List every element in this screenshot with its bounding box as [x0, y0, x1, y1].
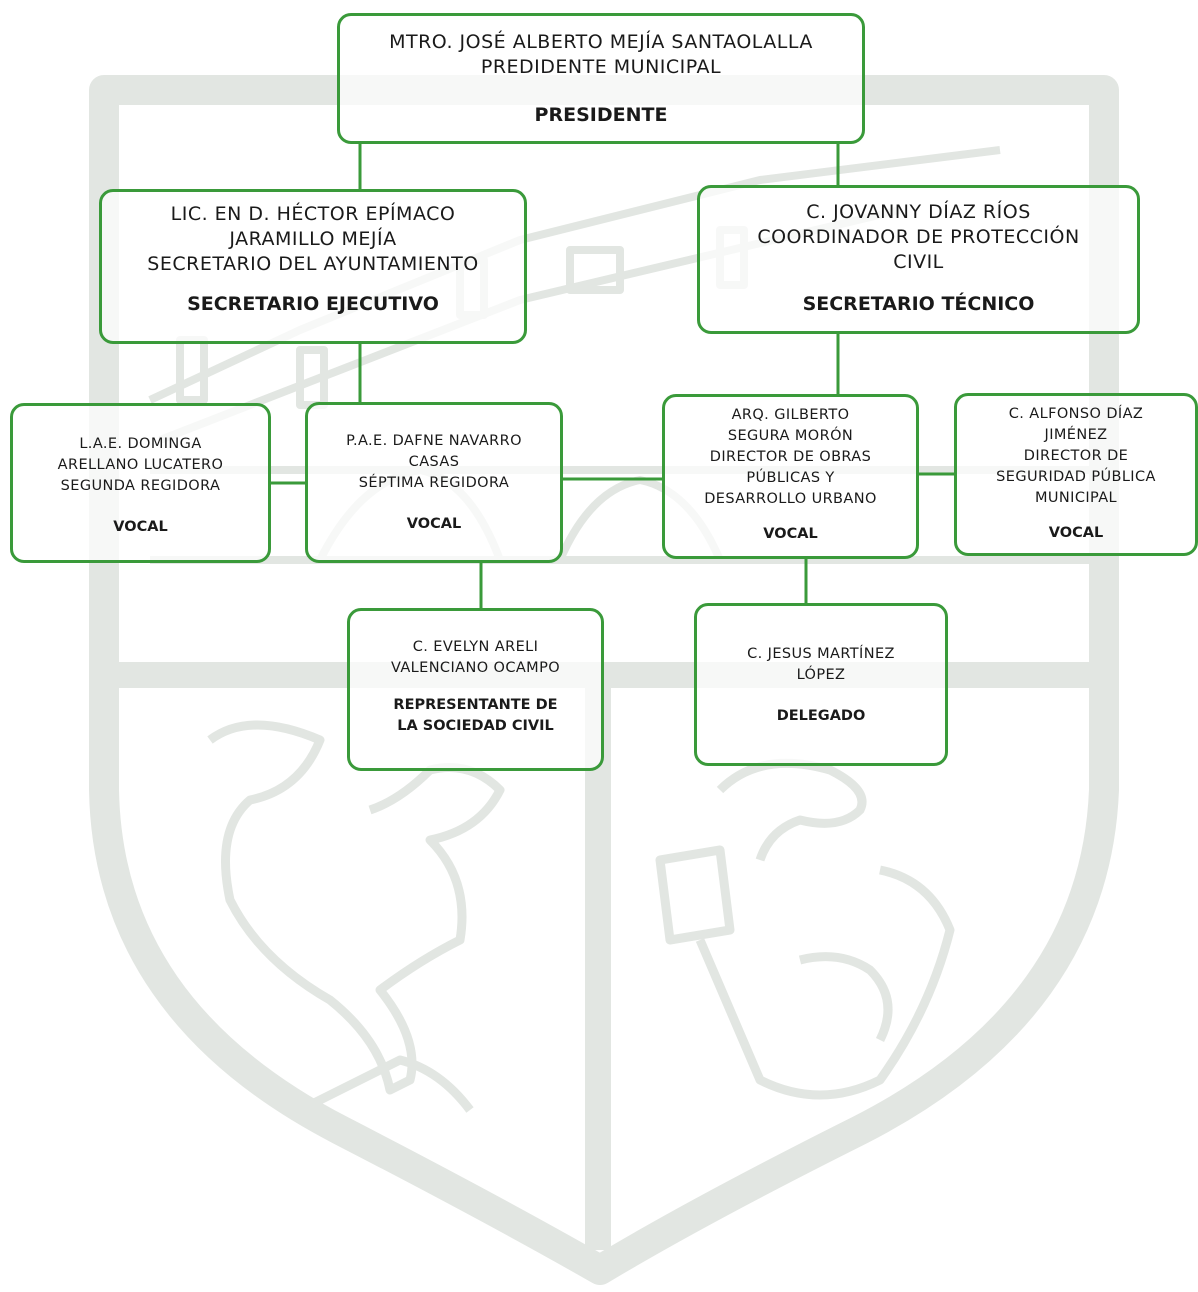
- secretario-tecnico-role: SECRETARIO TÉCNICO: [802, 293, 1035, 315]
- sociedad-civil-box: C. EVELYN ARELI VALENCIANO OCAMPO REPRES…: [347, 608, 604, 771]
- vocal-4-name: C. ALFONSO DÍAZ JIMÉNEZ DIRECTOR DE SEGU…: [996, 406, 1156, 506]
- vocal-2-role: VOCAL: [406, 516, 462, 532]
- sociedad-civil-name: C. EVELYN ARELI VALENCIANO OCAMPO: [390, 639, 561, 676]
- president-role: PRESIDENTE: [534, 104, 668, 126]
- vocal-3-name: ARQ. GILBERTO SEGURA MORÓN DIRECTOR DE O…: [704, 407, 877, 507]
- president-name: MTRO. JOSÉ ALBERTO MEJÍA SANTAOLALLA PRE…: [389, 31, 813, 78]
- secretario-tecnico-box: C. JOVANNY DÍAZ RÍOS COORDINADOR DE PROT…: [697, 185, 1140, 334]
- vocal-box-2: P.A.E. DAFNE NAVARRO CASAS SÉPTIMA REGID…: [305, 402, 563, 563]
- vocal-2-name: P.A.E. DAFNE NAVARRO CASAS SÉPTIMA REGID…: [346, 433, 522, 491]
- vocal-1-name: L.A.E. DOMINGA ARELLANO LUCATERO SEGUNDA…: [57, 436, 224, 494]
- secretario-tecnico-name: C. JOVANNY DÍAZ RÍOS COORDINADOR DE PROT…: [757, 201, 1080, 273]
- shield-outline: [89, 75, 1119, 1285]
- vocal-3-role: VOCAL: [763, 526, 818, 542]
- delegado-name: C. JESUS MARTÍNEZ LÓPEZ: [747, 646, 895, 683]
- vocal-box-1: L.A.E. DOMINGA ARELLANO LUCATERO SEGUNDA…: [10, 403, 271, 563]
- delegado-role: DELEGADO: [776, 708, 866, 724]
- president-box: MTRO. JOSÉ ALBERTO MEJÍA SANTAOLALLA PRE…: [337, 13, 865, 144]
- sociedad-civil-role: REPRESENTANTE DE LA SOCIEDAD CIVIL: [393, 697, 558, 734]
- secretario-ejecutivo-role: SECRETARIO EJECUTIVO: [187, 293, 439, 315]
- vocal-1-role: VOCAL: [113, 519, 168, 535]
- delegado-box: C. JESUS MARTÍNEZ LÓPEZ DELEGADO: [694, 603, 948, 766]
- vocal-box-3: ARQ. GILBERTO SEGURA MORÓN DIRECTOR DE O…: [662, 394, 919, 559]
- secretario-ejecutivo-box: LIC. EN D. HÉCTOR EPÍMACO JARAMILLO MEJÍ…: [99, 189, 527, 344]
- vocal-4-role: VOCAL: [1048, 525, 1104, 541]
- horseman-icon: [207, 720, 505, 1115]
- secretario-ejecutivo-name: LIC. EN D. HÉCTOR EPÍMACO JARAMILLO MEJÍ…: [147, 203, 479, 275]
- vocal-box-4: C. ALFONSO DÍAZ JIMÉNEZ DIRECTOR DE SEGU…: [954, 393, 1198, 556]
